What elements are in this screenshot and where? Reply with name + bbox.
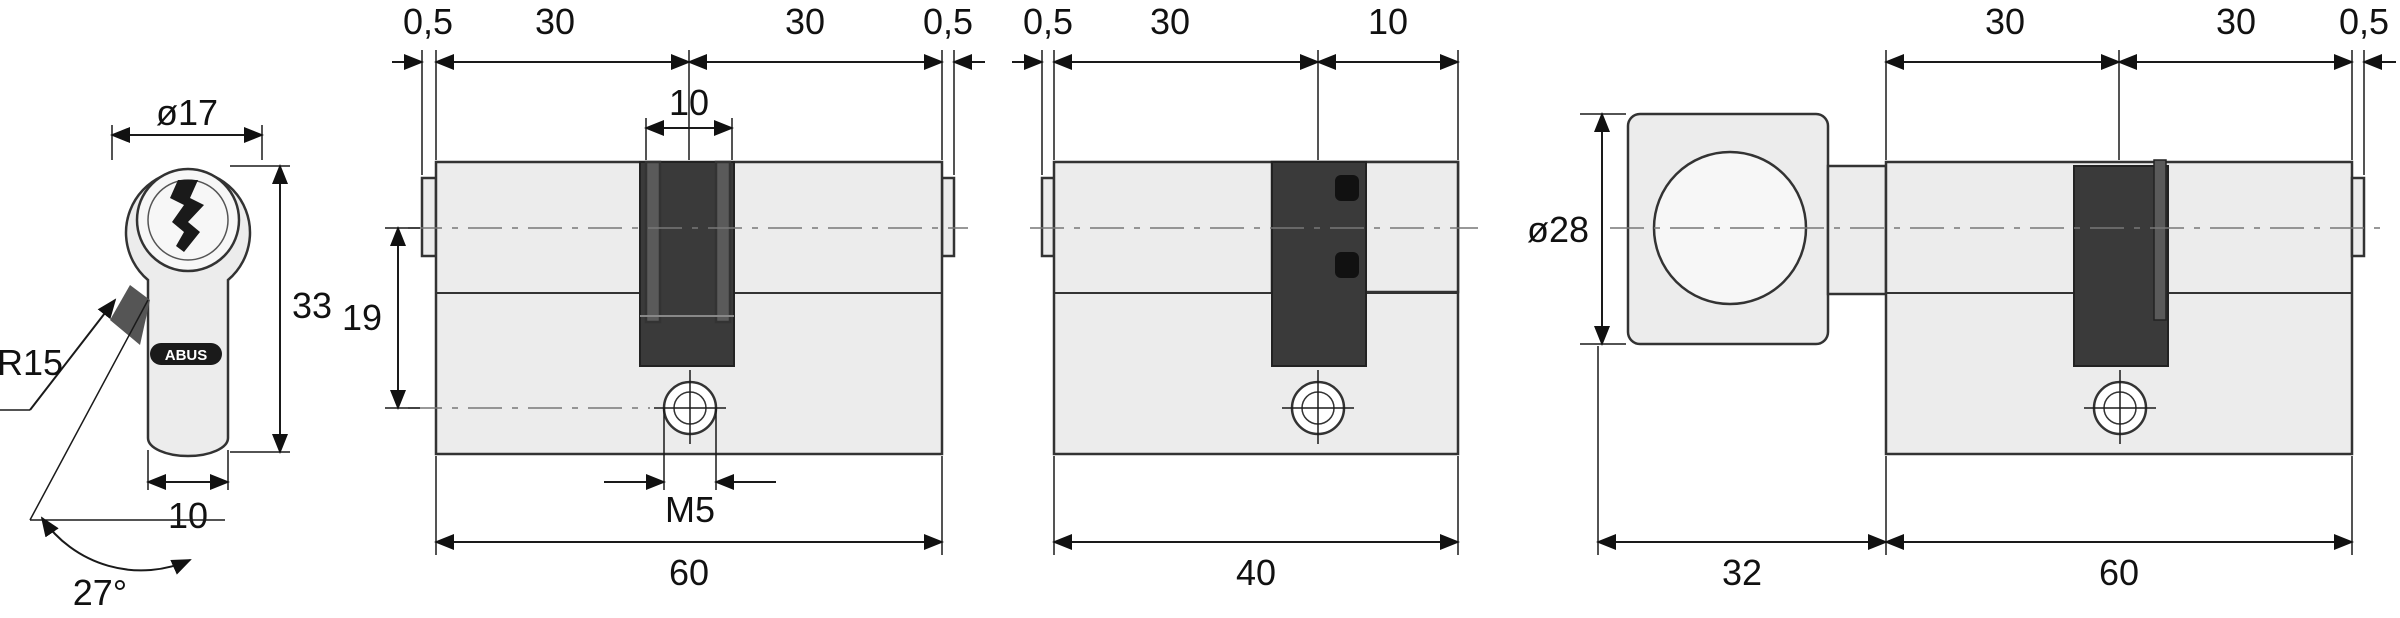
label-hc40: 40 bbox=[1236, 552, 1276, 593]
label-cam10: 10 bbox=[669, 82, 709, 123]
label-27deg: 27° bbox=[73, 572, 127, 613]
hc-dim-0-5: 0,5 bbox=[1023, 1, 1073, 42]
label-r15: R15 bbox=[0, 342, 63, 383]
hc-dim-30: 30 bbox=[1150, 1, 1190, 42]
kc-dim-0-5: 0,5 bbox=[2339, 1, 2389, 42]
dc-dim-30-left: 30 bbox=[535, 1, 575, 42]
hc-dim-10: 10 bbox=[1368, 1, 1408, 42]
label-m5: M5 bbox=[665, 489, 715, 530]
label-dc60: 60 bbox=[669, 552, 709, 593]
label-dia17: ø17 bbox=[156, 92, 218, 133]
dc-dim-30-right: 30 bbox=[785, 1, 825, 42]
label-33: 33 bbox=[292, 285, 332, 326]
label-kc32: 32 bbox=[1722, 552, 1762, 593]
brand-label: ABUS bbox=[165, 347, 208, 364]
label-kc60: 60 bbox=[2099, 552, 2139, 593]
angle-arc-27 bbox=[40, 516, 192, 575]
dc-dim-0-5-left: 0,5 bbox=[403, 1, 453, 42]
label-dia28: ø28 bbox=[1527, 209, 1589, 250]
kc-dim-30-left: 30 bbox=[1985, 1, 2025, 42]
label-19: 19 bbox=[342, 297, 382, 338]
half-cylinder-view: 0,5 30 10 40 bbox=[1012, 1, 1478, 593]
keyway bbox=[170, 180, 204, 252]
double-cylinder-view: 0,5 30 30 0,5 10 19 M5 60 bbox=[342, 1, 985, 593]
cam-shadow bbox=[110, 285, 150, 345]
leader-r15 bbox=[29, 298, 117, 411]
brand-badge bbox=[150, 343, 222, 365]
label-width10: 10 bbox=[168, 495, 208, 536]
kc-dim-30-right: 30 bbox=[2216, 1, 2256, 42]
profile-view: ABUS ø17 33 10 R15 27° bbox=[0, 92, 332, 613]
dc-dim-0-5-right: 0,5 bbox=[923, 1, 973, 42]
knob-cylinder-cam bbox=[2073, 165, 2169, 367]
knob-cylinder-view: ø28 30 30 0,5 32 60 bbox=[1527, 1, 2396, 593]
